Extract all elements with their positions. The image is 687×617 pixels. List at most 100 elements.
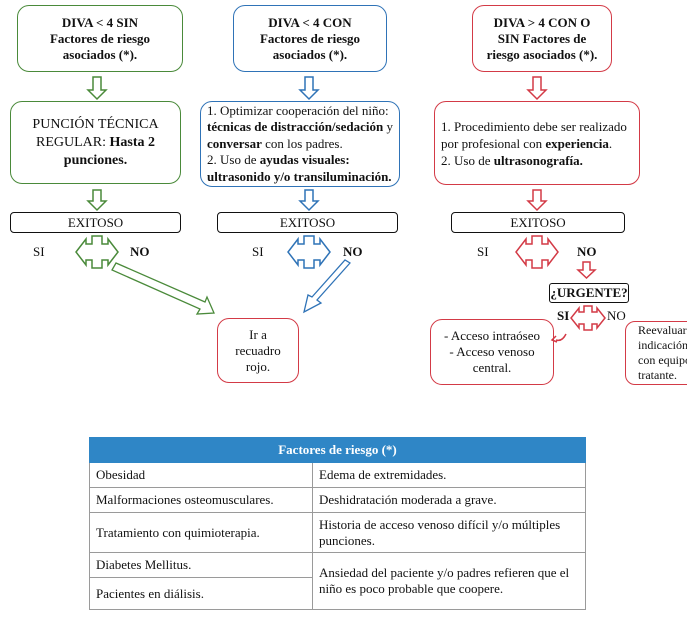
urgente-box: ¿URGENTE? bbox=[549, 283, 629, 303]
action-line: 2. Uso de ultrasonografía. bbox=[441, 152, 583, 169]
diagonal-arrow-icon bbox=[111, 262, 215, 315]
action-line: PUNCIÓN TÉCNICA bbox=[32, 116, 159, 132]
reevaluate-line: tratante. bbox=[638, 368, 677, 382]
procedimiento-experiencia-box: 1. Procedimiento debe ser realizado por … bbox=[434, 101, 640, 185]
action-line: REGULAR: Hasta 2 bbox=[36, 134, 155, 152]
reevaluate-line: indicación bbox=[638, 338, 687, 352]
split-arrow-icon bbox=[515, 235, 559, 269]
down-arrow-icon bbox=[298, 76, 320, 101]
table-cell: Pacientes en diálisis. bbox=[89, 577, 313, 610]
action-line: 2. Uso de ayudas visuales: bbox=[207, 152, 350, 169]
action-bold-text: Hasta 2 bbox=[109, 134, 156, 150]
table-cell: Tratamiento con quimioterapia. bbox=[89, 512, 313, 553]
result-label: EXITOSO bbox=[67, 214, 124, 230]
split-arrow-icon bbox=[75, 235, 119, 269]
table-cell: Ansiedad del paciente y/o padres refiere… bbox=[312, 552, 586, 610]
access-line: central. bbox=[472, 360, 512, 375]
header-line: riesgo asociados (*). bbox=[486, 46, 598, 62]
result-label: EXITOSO bbox=[279, 214, 336, 230]
action-line: ultrasonido y/o transiluminación. bbox=[207, 168, 392, 184]
no-label-right: NO bbox=[577, 244, 597, 259]
result-label: EXITOSO bbox=[510, 214, 566, 230]
header-line: DIVA < 4 SIN bbox=[61, 14, 139, 30]
header-line: asociados (*). bbox=[62, 46, 138, 62]
table-row: Diabetes Mellitus. Ansiedad del paciente… bbox=[89, 552, 586, 610]
puncion-tecnica-box: PUNCIÓN TÉCNICA REGULAR: Hasta 2 puncion… bbox=[10, 101, 181, 184]
si-label-right: SI bbox=[477, 244, 489, 259]
risk-factors-table: Factores de riesgo (*) Obesidad Edema de… bbox=[89, 437, 586, 610]
exitoso-bar-right: EXITOSO bbox=[451, 212, 625, 233]
action-text: REGULAR: bbox=[36, 134, 110, 150]
split-arrow-icon bbox=[570, 305, 606, 331]
action-text: por profesional con bbox=[441, 135, 546, 151]
split-arrow-icon bbox=[287, 235, 331, 269]
down-arrow-icon bbox=[526, 76, 548, 101]
action-line: punciones. bbox=[63, 152, 128, 168]
down-arrow-icon bbox=[86, 76, 108, 101]
action-text: con los padres. bbox=[261, 135, 343, 151]
call-line: recuadro bbox=[235, 342, 281, 358]
action-bold-text: técnicas de distracción/sedación bbox=[207, 119, 384, 135]
action-line: 1. Optimizar cooperación del niño: bbox=[207, 102, 389, 118]
action-bold-text: ultrasonografía. bbox=[493, 152, 583, 168]
table-cell: Malformaciones osteomusculares. bbox=[89, 487, 313, 513]
urgent-si-label: SI bbox=[557, 308, 570, 323]
table-row: Obesidad Edema de extremidades. bbox=[89, 462, 586, 488]
diva-lt4-sin-header: DIVA < 4 SIN Factores de riesgo asociado… bbox=[17, 5, 183, 72]
table-row: Pacientes en diálisis. bbox=[89, 577, 586, 610]
no-label-middle: NO bbox=[343, 244, 363, 259]
call-line: Ir a bbox=[249, 326, 267, 342]
header-line: DIVA < 4 CON bbox=[268, 14, 352, 30]
action-text: 2. Uso de bbox=[207, 152, 260, 168]
call-line: rojo. bbox=[245, 358, 271, 374]
down-arrow-icon bbox=[576, 261, 597, 280]
diva-gt4-header: DIVA > 4 CON O SIN Factores de riesgo as… bbox=[472, 5, 612, 72]
reevaluate-line: con equipo bbox=[638, 353, 687, 367]
table-row: Tratamiento con quimioterapia. Historia … bbox=[89, 512, 586, 553]
table-cell: Edema de extremidades. bbox=[312, 462, 586, 488]
action-bold-text: conversar bbox=[207, 135, 262, 151]
si-label-middle: SI bbox=[252, 244, 264, 259]
urgent-no-label: NO bbox=[607, 308, 626, 323]
action-line: 1. Procedimiento debe ser realizado bbox=[441, 118, 627, 134]
header-line: asociados (*). bbox=[272, 46, 348, 62]
header-line: DIVA > 4 CON O bbox=[493, 14, 591, 30]
action-line: conversar con los padres. bbox=[207, 136, 343, 153]
exitoso-bar-middle: EXITOSO bbox=[217, 212, 398, 233]
header-line: Factores de riesgo bbox=[49, 30, 151, 46]
reevaluar-box: Reevaluar indicación con equipo tratante… bbox=[625, 321, 687, 385]
action-bold-text: ayudas visuales: bbox=[259, 152, 350, 168]
table-row: Malformaciones osteomusculares. Deshidra… bbox=[89, 487, 586, 513]
access-line: - Acceso venoso bbox=[449, 344, 535, 359]
action-bold-text: experiencia bbox=[545, 135, 609, 151]
access-line: - Acceso intraóseo bbox=[443, 328, 541, 343]
risk-table-title: Factores de riesgo (*) bbox=[89, 437, 586, 463]
si-label-left: SI bbox=[33, 244, 45, 259]
table-cell: Diabetes Mellitus. bbox=[89, 552, 313, 578]
curved-arrow-icon bbox=[555, 333, 567, 342]
optimizar-cooperacion-box: 1. Optimizar cooperación del niño: técni… bbox=[200, 101, 400, 187]
action-text: 2. Uso de bbox=[441, 152, 494, 168]
acceso-box: - Acceso intraóseo - Acceso venoso centr… bbox=[430, 319, 554, 385]
reevaluate-line: Reevaluar bbox=[638, 323, 687, 337]
curved-arrow-icon bbox=[550, 335, 558, 343]
table-cell: Historia de acceso venoso difícil y/o mú… bbox=[312, 512, 586, 553]
action-text: . bbox=[608, 135, 613, 151]
header-line: SIN Factores de bbox=[497, 30, 587, 46]
action-text: y bbox=[383, 119, 393, 135]
action-line: técnicas de distracción/sedación y bbox=[207, 119, 393, 136]
table-cell: Obesidad bbox=[89, 462, 313, 488]
urgent-label: ¿URGENTE? bbox=[550, 285, 628, 300]
down-arrow-icon bbox=[86, 189, 108, 212]
table-cell: Deshidratación moderada a grave. bbox=[312, 487, 586, 513]
header-line: Factores de riesgo bbox=[259, 30, 361, 46]
ir-a-recuadro-rojo-box: Ir a recuadro rojo. bbox=[217, 318, 299, 383]
down-arrow-icon bbox=[526, 189, 548, 212]
diva-lt4-con-header: DIVA < 4 CON Factores de riesgo asociado… bbox=[233, 5, 387, 72]
no-label-left: NO bbox=[130, 244, 150, 259]
action-line: por profesional con experiencia. bbox=[441, 135, 612, 152]
exitoso-bar-left: EXITOSO bbox=[10, 212, 181, 233]
diagonal-arrow-icon bbox=[303, 259, 352, 314]
down-arrow-icon bbox=[298, 189, 320, 212]
